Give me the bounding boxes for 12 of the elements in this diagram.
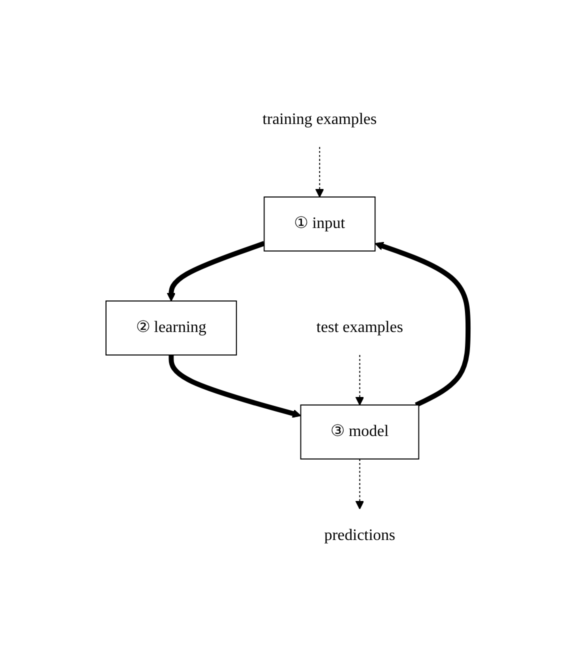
arrow bbox=[315, 146, 324, 197]
arrow bbox=[355, 458, 364, 509]
arrow bbox=[168, 354, 302, 418]
node-text: training examples bbox=[262, 110, 377, 128]
node-text: predictions bbox=[324, 526, 396, 544]
arrow bbox=[355, 354, 364, 405]
node-box: ① input bbox=[264, 196, 376, 251]
arrow bbox=[374, 241, 471, 407]
node-box: ③ model bbox=[300, 404, 420, 459]
arrow bbox=[166, 240, 265, 301]
node-box: ② learning bbox=[105, 300, 237, 355]
node-text: test examples bbox=[316, 318, 404, 336]
